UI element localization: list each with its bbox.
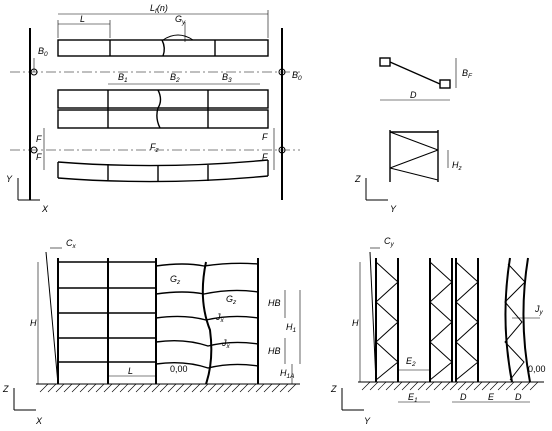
side-frame-3 bbox=[455, 258, 479, 382]
side-ground-hatch bbox=[361, 381, 539, 391]
label-Fz: Fz bbox=[150, 142, 160, 154]
label-Cx: Cx bbox=[66, 238, 77, 250]
frame-detail: Hz Z Y bbox=[354, 130, 463, 214]
label-B0-left: B0 bbox=[38, 46, 48, 58]
svg-text:Z: Z bbox=[354, 174, 361, 184]
beam-detail: D BF bbox=[379, 57, 473, 101]
svg-text:Z: Z bbox=[330, 384, 337, 394]
label-Jx-1: Jx bbox=[215, 312, 225, 324]
label-D-top: D bbox=[410, 90, 417, 100]
svg-text:Z: Z bbox=[2, 384, 9, 394]
label-Jy: Jy bbox=[534, 304, 544, 316]
side-frame-1 bbox=[375, 258, 399, 382]
label-F-left-2: F bbox=[36, 152, 42, 162]
label-H1A: H1A bbox=[280, 368, 294, 380]
label-F-right-1: F bbox=[262, 132, 268, 142]
label-Hz: Hz bbox=[452, 160, 463, 172]
label-Lf: Lf(n) bbox=[150, 3, 168, 15]
side-axes: Z Y bbox=[330, 384, 371, 426]
plan-middle-rows bbox=[57, 89, 269, 129]
label-H-front: H bbox=[30, 318, 37, 328]
label-Cy: Cy bbox=[384, 236, 395, 248]
plan-axes: Y X bbox=[6, 174, 49, 214]
svg-text:Y: Y bbox=[390, 204, 397, 214]
label-H-side: H bbox=[352, 318, 359, 328]
side-frame-4 bbox=[504, 257, 531, 383]
front-ground-hatch bbox=[39, 383, 297, 393]
label-H1: H1 bbox=[286, 322, 297, 334]
label-F-left-1: F bbox=[36, 134, 42, 144]
label-L-front: L bbox=[128, 366, 133, 376]
label-HB-2: HB bbox=[268, 346, 281, 356]
front-elevation: Cx H L 0,00 Gz Gz Jx Jx HB HB H1 H1A bbox=[2, 238, 301, 426]
side-elevation: Cy H Jy E2 0,00 E1 D bbox=[330, 236, 546, 426]
label-Gz-1: Gz bbox=[170, 274, 181, 286]
label-Gz-2: Gz bbox=[226, 294, 237, 306]
label-Bf: BF bbox=[462, 68, 473, 80]
side-frame-2 bbox=[429, 258, 453, 382]
svg-text:Y: Y bbox=[364, 416, 371, 426]
label-D-side-1: D bbox=[460, 392, 467, 402]
label-L: L bbox=[80, 14, 85, 24]
svg-text:X: X bbox=[35, 416, 43, 426]
svg-text:Y: Y bbox=[6, 174, 13, 184]
label-level-front: 0,00 bbox=[170, 364, 188, 374]
label-level-side: 0,00 bbox=[528, 364, 546, 374]
label-B3: B3 bbox=[222, 72, 232, 84]
plan-view: L Lf(n) Gy B0 B0 B1 B2 B3 F F F F Fz Y X bbox=[6, 3, 302, 214]
label-B1: B1 bbox=[118, 72, 128, 84]
label-B2: B2 bbox=[170, 72, 180, 84]
plan-bottom-row bbox=[57, 159, 269, 183]
frame-axes: Z Y bbox=[354, 174, 397, 214]
label-F-right-2: F bbox=[262, 152, 268, 162]
plan-top-row bbox=[57, 34, 269, 57]
label-Jx-2: Jx bbox=[221, 338, 231, 350]
front-beams bbox=[58, 261, 259, 369]
label-E2: E2 bbox=[406, 356, 416, 368]
label-D-side-2: D bbox=[515, 392, 522, 402]
front-axes: Z X bbox=[2, 384, 43, 426]
label-E1: E1 bbox=[408, 392, 418, 404]
label-E: E bbox=[488, 392, 495, 402]
label-HB-1: HB bbox=[268, 298, 281, 308]
label-B0-right: B0 bbox=[292, 70, 302, 82]
label-Gy: Gy bbox=[175, 14, 186, 26]
svg-text:X: X bbox=[41, 204, 49, 214]
